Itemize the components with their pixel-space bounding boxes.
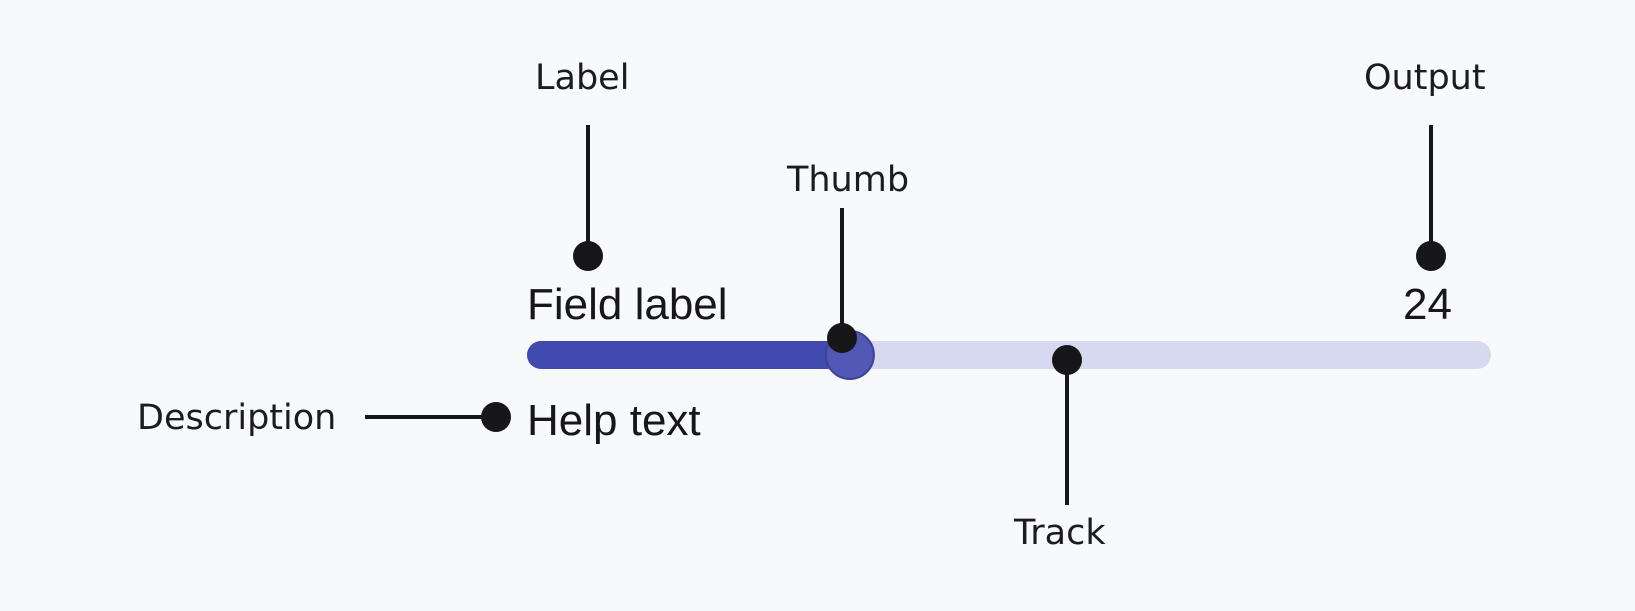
output-annotation: Output bbox=[1364, 58, 1486, 98]
field-label: Field label bbox=[527, 280, 728, 329]
output-callout bbox=[1416, 125, 1446, 271]
thumb-callout bbox=[827, 208, 857, 353]
description-annotation: Description bbox=[137, 398, 337, 438]
slider-output-value: 24 bbox=[1403, 280, 1452, 329]
track-callout-dot bbox=[1052, 345, 1082, 375]
thumb-annotation: Thumb bbox=[787, 160, 910, 200]
label-callout bbox=[573, 125, 603, 271]
thumb-callout-dot bbox=[827, 323, 857, 353]
output-callout-dot bbox=[1416, 241, 1446, 271]
label-annotation: Label bbox=[535, 58, 630, 98]
track-annotation: Track bbox=[1014, 513, 1106, 553]
track-callout bbox=[1052, 345, 1082, 505]
description-callout-dot bbox=[481, 402, 511, 432]
help-text: Help text bbox=[527, 396, 701, 445]
description-callout bbox=[365, 402, 511, 432]
label-callout-dot bbox=[573, 241, 603, 271]
